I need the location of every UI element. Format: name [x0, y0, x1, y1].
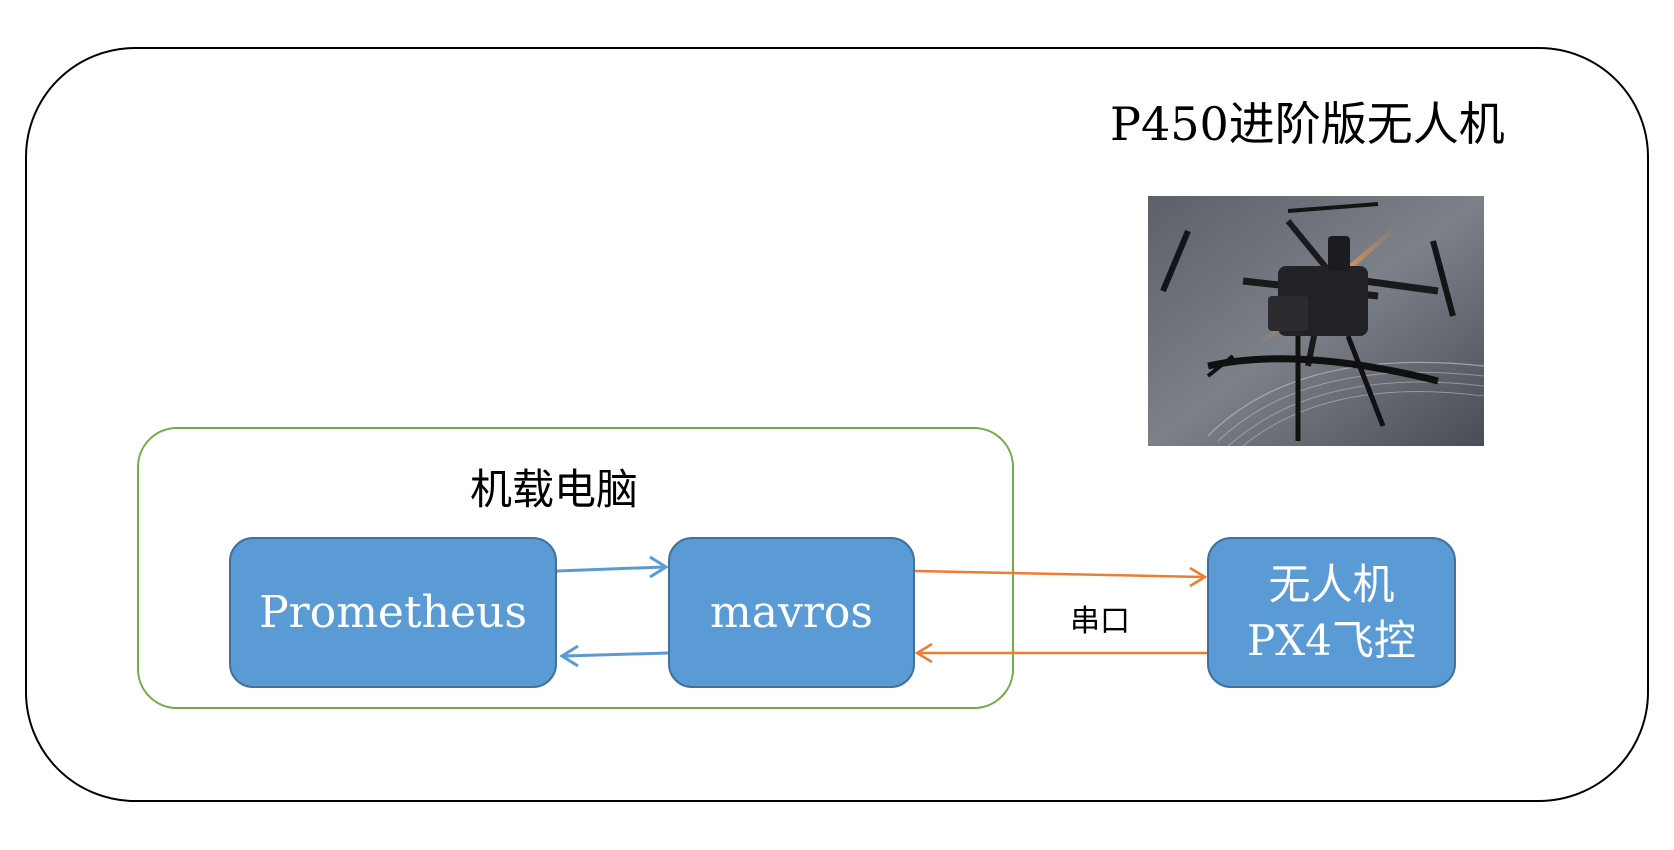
drone-photo [1148, 196, 1484, 446]
px4-flight-controller-node: 无人机 PX4飞控 [1207, 537, 1456, 688]
serial-port-label: 串口 [1070, 604, 1130, 639]
drone-system-boundary [25, 47, 1649, 802]
mavros-node: mavros [668, 537, 915, 688]
prometheus-node-label: Prometheus [259, 587, 527, 638]
diagram-title: P450进阶版无人机 [1110, 97, 1505, 151]
flight-controller-label-line1: 无人机 [1268, 559, 1395, 609]
flight-controller-label-line2: PX4飞控 [1247, 615, 1416, 665]
onboard-computer-label: 机载电脑 [470, 465, 639, 514]
onboard-computer-group [137, 427, 1014, 709]
mavros-node-label: mavros [710, 587, 873, 638]
prometheus-node: Prometheus [229, 537, 557, 688]
